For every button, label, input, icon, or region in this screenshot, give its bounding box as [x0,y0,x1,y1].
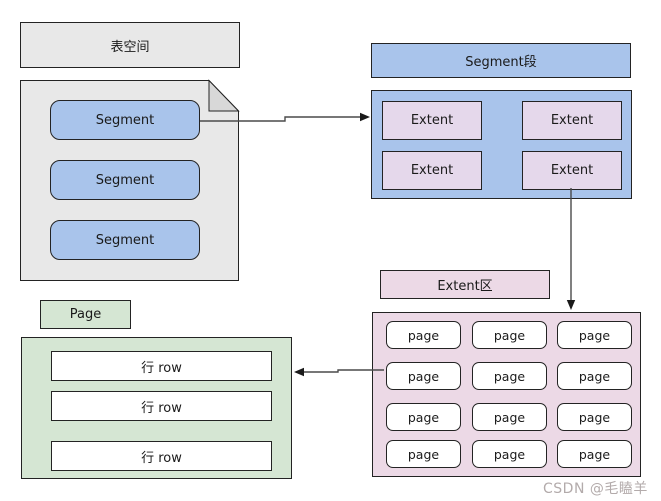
row-label: 行 row [141,360,182,376]
page-label: page [493,409,526,425]
arrow-down-icon [566,300,576,310]
tablespace-label-box: 表空间 [20,22,240,68]
page-node: page [386,321,461,349]
page-label: page [407,368,440,384]
extent-label: Extent [410,163,454,178]
page-label: page [407,327,440,343]
page-label: page [493,446,526,462]
extent-node: Extent [522,151,622,190]
extent-label: Extent [550,163,594,178]
extent-node: Extent [382,101,482,140]
page-node: page [386,440,461,468]
page-node: page [557,362,632,390]
segment-node: Segment [50,220,200,260]
row-node: 行 row [51,391,272,421]
page-node: page [472,321,547,349]
row-label: 行 row [141,400,182,416]
segment-file-area: Segment Segment Segment [20,80,239,281]
page-node: page [557,403,632,431]
extent-node: Extent [522,101,622,140]
segment-label: Segment [95,112,155,128]
extent-node: Extent [382,151,482,190]
page-node: page [472,362,547,390]
page-label: page [578,327,611,343]
page-label: page [407,409,440,425]
page-node: page [386,362,461,390]
row-node: 行 row [51,441,272,471]
page-node: page [557,440,632,468]
page-label: page [578,409,611,425]
arrow-extent-to-pages [566,188,576,310]
segment-label: Segment [95,232,155,248]
row-label: 行 row [141,450,182,466]
segment-section-header: Segment段 [371,43,631,78]
arrow-left-icon [294,367,304,377]
segment-node: Segment [50,100,200,140]
page-label: page [493,368,526,384]
page-label: page [493,327,526,343]
row-node: 行 row [51,351,272,381]
extent-label: Extent [410,113,454,128]
page-section-label-box: Page [40,300,131,329]
page-label: page [578,368,611,384]
segment-section-title: Segment段 [465,55,537,70]
page-node: page [557,321,632,349]
page-node: page [386,403,461,431]
arrow-page-to-rows [294,367,384,377]
page-label: page [407,446,440,462]
extent-section-label-box: Extent区 [380,270,550,299]
page-section-label: Page [69,307,102,322]
row-group-container: 行 row 行 row 行 row [21,337,292,479]
page-label: page [578,446,611,462]
extent-label: Extent [550,113,594,128]
extent-group-container: Extent Extent Extent Extent [371,90,632,199]
page-group-container: page page page page page page page page … [372,312,641,477]
segment-node: Segment [50,160,200,200]
arrow-right-icon [360,112,370,122]
segment-label: Segment [95,172,155,188]
extent-section-label: Extent区 [437,279,493,294]
page-node: page [472,403,547,431]
csdn-watermark: CSDN @毛瞌羊 [543,481,648,497]
tablespace-label: 表空间 [110,39,150,55]
page-node: page [472,440,547,468]
